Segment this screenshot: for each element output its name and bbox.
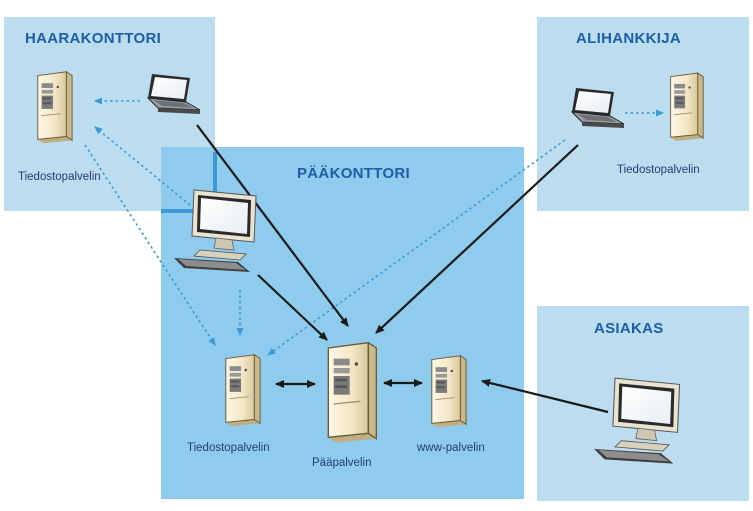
headquarters-title: PÄÄKONTTORI bbox=[297, 165, 410, 182]
subcontractor-laptop-to-main-server-arrow bbox=[375, 144, 579, 334]
subcontractor-file-server-icon bbox=[670, 72, 704, 142]
branch-file-server-label: Tiedostopalvelin bbox=[18, 171, 101, 183]
solid-connections bbox=[196, 124, 609, 414]
subcontractor-file-server-label: Tiedostopalvelin bbox=[617, 164, 700, 176]
customer-pc-to-web-server-arrow bbox=[481, 379, 609, 414]
web-server-label: www-palvelin bbox=[416, 442, 485, 454]
hq-pc-to-main-server-arrow bbox=[257, 274, 328, 341]
customer-title: ASIAKAS bbox=[594, 320, 664, 337]
hq-file-server-icon bbox=[225, 354, 261, 427]
branch-file-server-icon bbox=[37, 71, 73, 144]
subcontractor-panel bbox=[537, 17, 749, 211]
main-server-icon bbox=[327, 341, 378, 444]
subcontractor-title: ALIHANKKIJA bbox=[576, 30, 681, 47]
branch-office-title: HAARAKONTTORI bbox=[25, 30, 161, 47]
hq-file-server-label: Tiedostopalvelin bbox=[187, 442, 270, 454]
branch-laptop-to-main-server-arrow bbox=[196, 124, 349, 327]
subcontractor-laptop-to-hq-file-server-arrow bbox=[267, 139, 566, 356]
web-server-icon bbox=[431, 355, 467, 428]
dotted-connections bbox=[84, 97, 664, 356]
branch-server-to-hq-file-server-arrow bbox=[84, 144, 216, 346]
hq-pc-to-branch-server-arrow bbox=[94, 126, 191, 206]
main-server-label: Pääpalvelin bbox=[312, 457, 371, 469]
